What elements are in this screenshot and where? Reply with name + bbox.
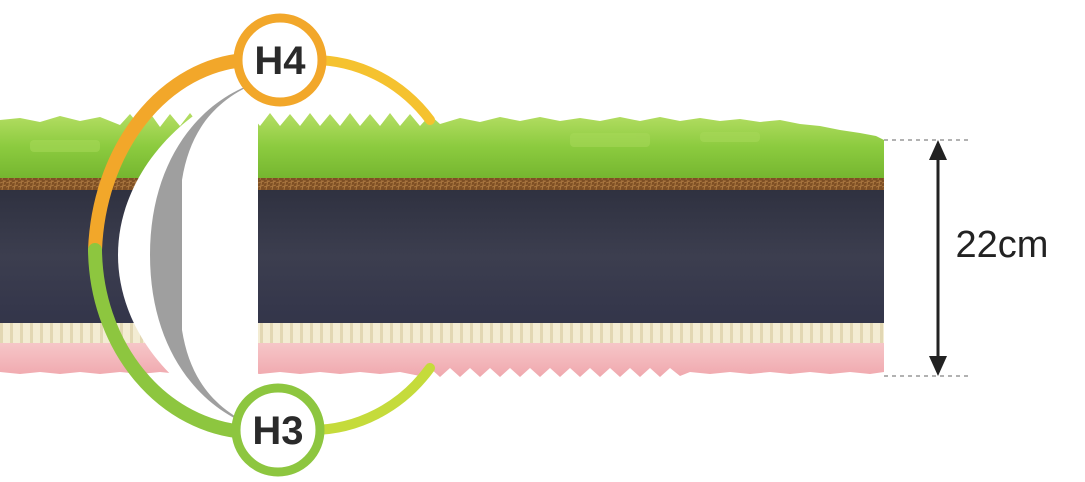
cut-out-view — [118, 82, 258, 428]
badge-bottom-circle — [231, 383, 325, 477]
ring-arc-left-green — [88, 243, 252, 439]
hardness-ring — [88, 53, 435, 439]
dimension-arrow-up-icon — [929, 140, 947, 160]
cut-out-shadow — [150, 82, 258, 428]
badge-top-label: H4 — [254, 39, 306, 83]
badge-top-circle — [233, 13, 327, 107]
dimension-label: 22cm — [956, 224, 1049, 266]
dimension-arrow-down-icon — [929, 356, 947, 376]
badge-bottom: H3 — [231, 383, 325, 477]
cut-out-white — [118, 82, 258, 428]
height-dimension: 22cm — [884, 139, 1049, 377]
ring-arc-right-bottom — [305, 363, 435, 436]
green-foam-texture — [30, 132, 760, 152]
ring-arc-left-orange — [88, 53, 252, 257]
badge-top: H4 — [233, 13, 327, 107]
badge-bottom-label: H3 — [252, 409, 303, 453]
